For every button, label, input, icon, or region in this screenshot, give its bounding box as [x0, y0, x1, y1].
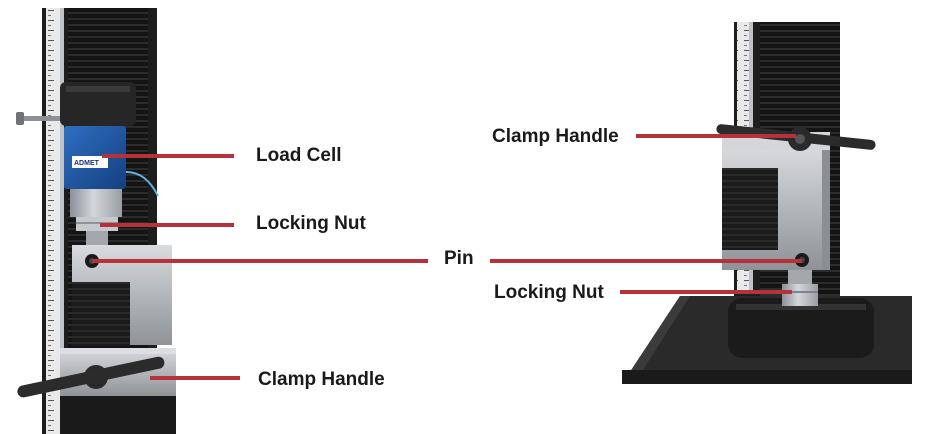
left-clamp-handle-bar [17, 356, 165, 398]
left-adapter [70, 189, 122, 217]
leader-pin-left [92, 259, 428, 263]
right-machine-photo [622, 22, 912, 384]
right-locking-nut [782, 284, 818, 306]
leader-pin-right [490, 259, 802, 263]
admet-logo: ADMET [74, 160, 100, 167]
label-locking-nut-right: Locking Nut [494, 282, 604, 303]
leader-clamp-handle-right [636, 134, 796, 138]
load-cell-cable [125, 171, 159, 197]
left-guide-rod [20, 116, 66, 121]
leader-locking-nut-right [620, 290, 792, 294]
left-crosshead-mount [60, 82, 136, 126]
leader-locking-nut-left [100, 223, 234, 227]
label-pin: Pin [444, 248, 474, 269]
leader-load-cell [102, 154, 234, 158]
left-machine-photo: ADMET [16, 8, 176, 434]
label-clamp-handle-right: Clamp Handle [492, 126, 619, 147]
label-clamp-handle-left: Clamp Handle [258, 369, 385, 390]
label-load-cell: Load Cell [256, 145, 342, 166]
leader-clamp-handle-left [150, 376, 240, 380]
right-base-mount [728, 298, 874, 358]
label-locking-nut-left: Locking Nut [256, 213, 366, 234]
left-ruler [46, 8, 60, 434]
